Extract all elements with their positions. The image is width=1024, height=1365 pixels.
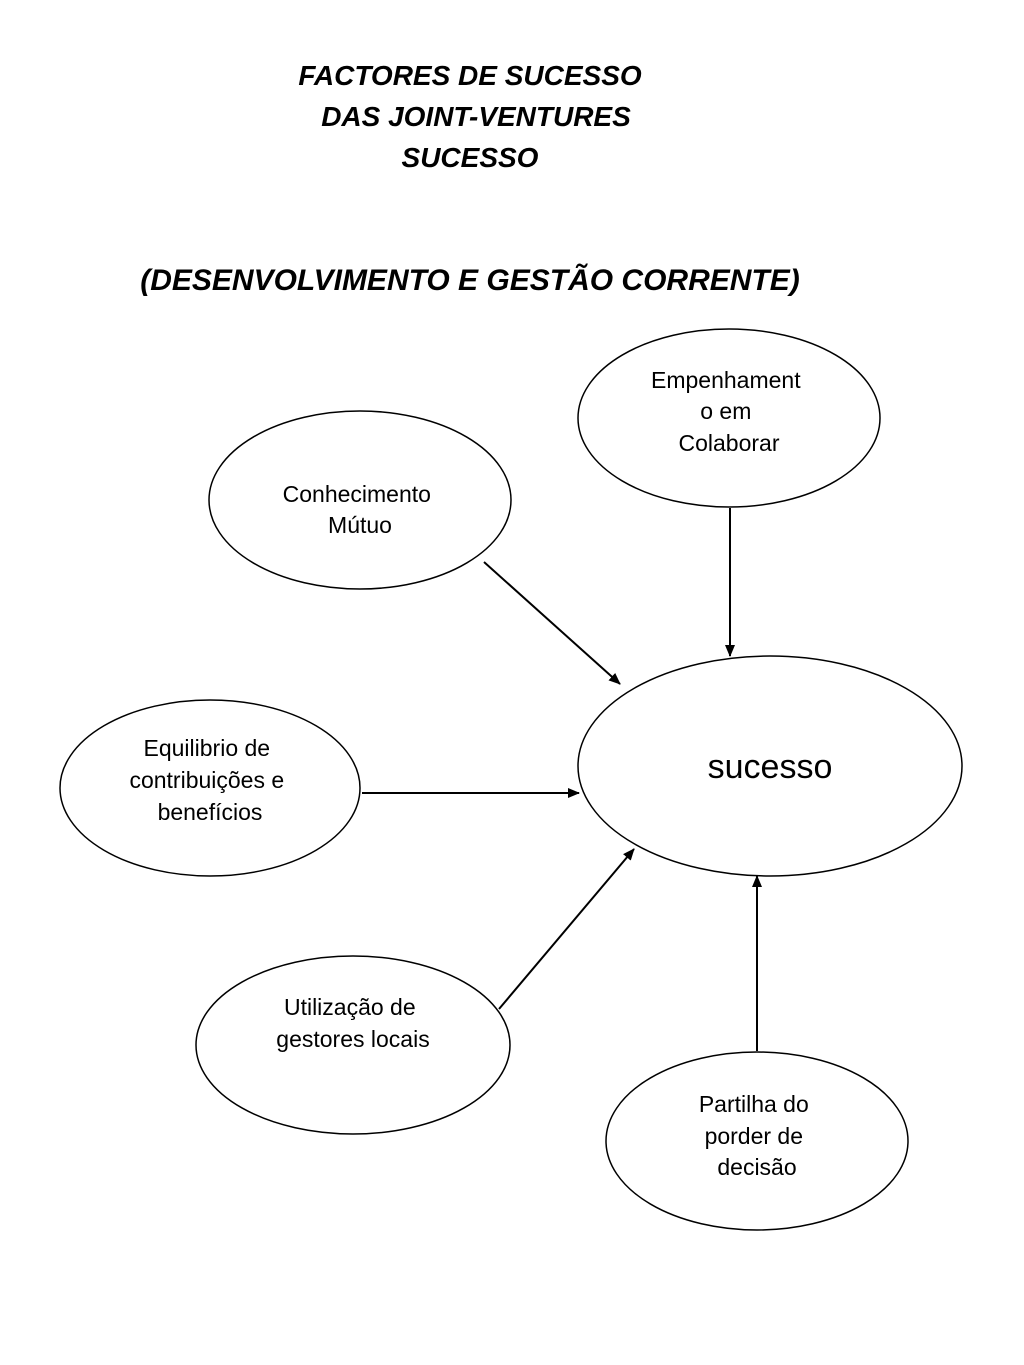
node-empenhamento: Empenhament o em Colaborar xyxy=(577,328,881,508)
center-node-sucesso: sucesso xyxy=(577,655,963,877)
svg-text:Conhecimento Mútuo: Conhecimento Mútuo xyxy=(283,481,438,538)
node-ellipse xyxy=(208,410,512,590)
title-line-1: FACTORES DE SUCESSO xyxy=(298,60,642,91)
arrow-utilizacao-to-sucesso xyxy=(498,848,635,1010)
node-ellipse xyxy=(195,955,511,1135)
center-ellipse xyxy=(577,655,963,877)
title-line-2: DAS JOINT-VENTURES xyxy=(321,101,631,132)
node-label-line: Mútuo xyxy=(328,512,392,538)
node-label-line: contribuições e xyxy=(129,767,284,793)
node-label-line: Conhecimento xyxy=(283,481,431,507)
node-label-line: Empenhament xyxy=(651,367,801,393)
svg-text:Partilha do porder de: Partilha do porder de decisão xyxy=(699,1091,815,1180)
node-conhecimento: Conhecimento Mútuo xyxy=(208,410,512,590)
node-equilibrio: Equilibrio de contribuições e benefícios xyxy=(59,699,361,877)
node-label-line: Partilha do xyxy=(699,1091,809,1117)
node-label-line: gestores locais xyxy=(276,1026,429,1052)
svg-text:Equilibrio de contribu: Equilibrio de contribuições e benefícios xyxy=(129,735,290,825)
node-ellipse xyxy=(59,699,361,877)
node-partilha: Partilha do porder de decisão xyxy=(605,1051,909,1231)
node-label-line: o em xyxy=(700,398,751,424)
node-label-line: Utilização de xyxy=(284,994,416,1020)
node-label-line: decisão xyxy=(717,1154,796,1180)
node-label-line: porder de xyxy=(705,1123,803,1149)
svg-text:Empenhament o em: Empenhament o em Colaborar xyxy=(651,367,807,456)
arrow-conhecimento-to-sucesso xyxy=(483,561,621,685)
center-label: sucesso xyxy=(708,748,833,786)
title-line-3: SUCESSO xyxy=(401,142,539,173)
node-label-line: Colaborar xyxy=(679,430,780,456)
node-utilizacao: Utilização de gestores locais xyxy=(195,955,511,1135)
subtitle: (DESENVOLVIMENTO E GESTÃO CORRENTE) xyxy=(140,264,800,297)
node-ellipse xyxy=(577,328,881,508)
node-ellipse xyxy=(605,1051,909,1231)
node-label-line: benefícios xyxy=(158,799,263,825)
svg-text:Utilização de gestores: Utilização de gestores locais xyxy=(276,994,429,1052)
node-label-line: Equilibrio de xyxy=(144,735,271,761)
